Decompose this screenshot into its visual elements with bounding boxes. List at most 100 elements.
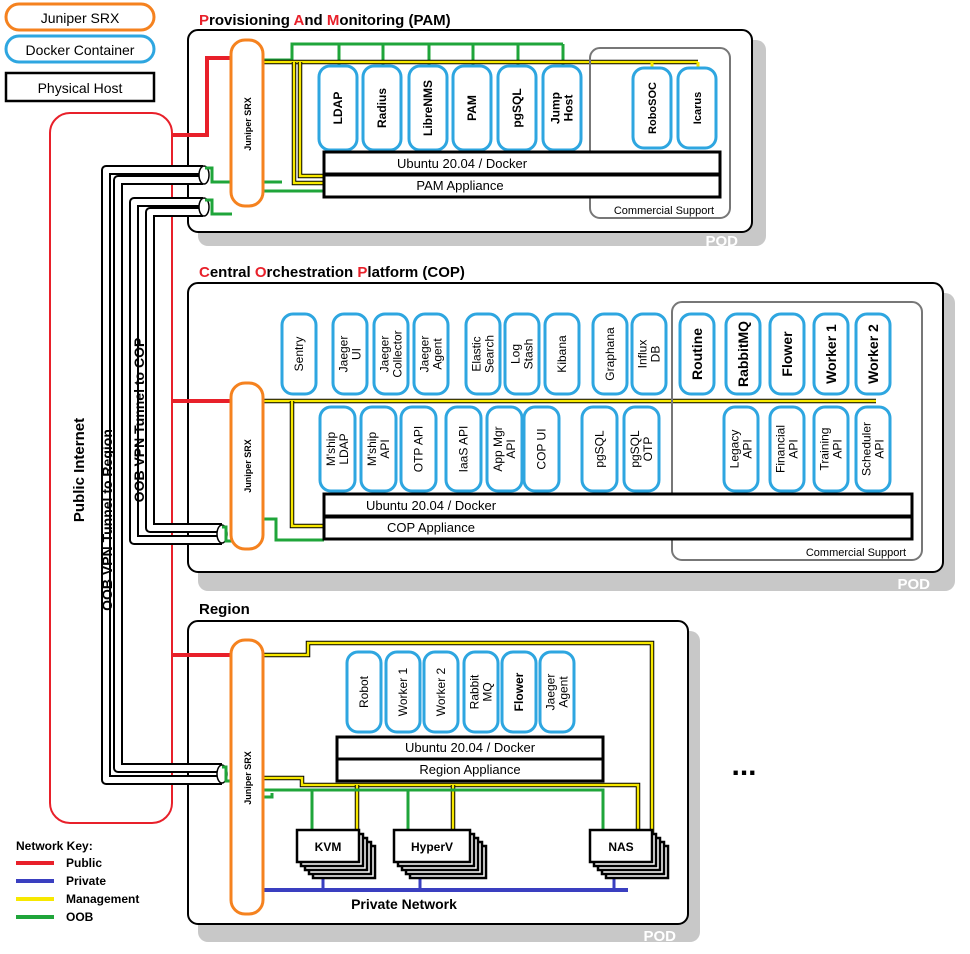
docker-container-flower [500, 650, 538, 734]
pam-title-part: nd [304, 12, 327, 29]
private-network-label: Private Network [351, 896, 457, 912]
public-internet-label: Public Internet [71, 418, 88, 522]
docker-container-otp-api [399, 405, 438, 493]
docker-container-pgsql [496, 64, 538, 152]
cop-os-label: Ubuntu 20.04 / Docker [366, 498, 497, 513]
pam-appliance-bar [322, 173, 722, 199]
docker-container-label: LibreNMS [421, 80, 435, 136]
docker-container-pam [451, 64, 493, 152]
cop-title-letter: P [357, 264, 367, 281]
docker-container-worker-1 [812, 312, 850, 396]
docker-container-legacy-api [722, 405, 760, 493]
docker-container-app-mgr-api [485, 405, 524, 493]
docker-container-label: RabbitMQ [735, 321, 751, 387]
legend-docker-label: Docker Container [26, 42, 135, 58]
network-key: Network Key: Public Private Management O… [16, 839, 139, 924]
region-os-label: Ubuntu 20.04 / Docker [405, 740, 536, 755]
docker-container-influx-db [630, 312, 668, 396]
network-key-title: Network Key: [16, 839, 93, 853]
docker-container-label: Worker 1 [396, 667, 410, 716]
docker-container-label: Robot [357, 675, 371, 708]
docker-container-jaeger-ui [331, 312, 369, 396]
docker-container-worker-2 [422, 650, 460, 734]
docker-container-label: JaegerAgent [544, 674, 571, 711]
docker-container-label: JaegerCollector [378, 330, 405, 377]
docker-container-financial-api [768, 405, 806, 493]
docker-container-label: Radius [375, 88, 389, 128]
cop-juniper-srx [229, 381, 265, 551]
docker-container-worker-1 [384, 650, 422, 734]
oob-tunnels [101, 165, 228, 785]
docker-container-label: TrainingAPI [818, 428, 845, 471]
region-srx-label: Juniper SRX [243, 751, 253, 805]
docker-container-label: RabbitMQ [468, 674, 495, 709]
oob-srx-links [205, 166, 232, 783]
legend-juniper-swatch [4, 2, 156, 32]
region-title: Region [199, 601, 250, 618]
docker-container-label: COP UI [535, 428, 549, 469]
pam-title-part: rovisioning [209, 12, 293, 29]
legend-physical-swatch [4, 71, 156, 103]
docker-container-icarus [676, 66, 718, 150]
docker-container-label: pgSQL [593, 430, 607, 468]
docker-container-label: LegacyAPI [728, 430, 755, 469]
docker-container-label: Worker 2 [865, 324, 881, 384]
docker-container-pgsql [580, 405, 619, 493]
docker-container-label: Worker 1 [823, 324, 839, 384]
physical-host-label: NAS [608, 840, 633, 854]
region-appliance-label: Region Appliance [419, 762, 520, 777]
key-private-label: Private [66, 874, 106, 888]
cop-commercial-label: Commercial Support [806, 547, 906, 559]
docker-container-pgsql-otp [622, 405, 661, 493]
docker-container-label: JumpHost [549, 92, 576, 124]
docker-container-label: Sentry [292, 337, 306, 372]
cop-commercial-top-containers: Routine RabbitMQ Flower Worker 1 Worker 2 [678, 312, 892, 396]
docker-container-graphana [591, 312, 629, 396]
cop-appliance-bar [322, 515, 914, 541]
docker-container-label: pgSQL [510, 88, 524, 127]
docker-container-label: IaaS API [457, 426, 471, 473]
oob-region-tunnel-label: OOB VPN Tunnel to Region [99, 429, 115, 611]
docker-container-label: Flower [779, 331, 795, 377]
docker-container-label: ElasticSearch [470, 335, 497, 373]
docker-container-cop-ui [522, 405, 561, 493]
cop-title-part: rchestration [267, 264, 358, 281]
legend-juniper-label: Juniper SRX [41, 10, 120, 26]
docker-container-label: Icarus [692, 92, 704, 124]
docker-container-label: Routine [689, 328, 705, 380]
docker-container-label: Kibana [555, 335, 569, 373]
docker-container-ldap [317, 64, 359, 152]
docker-container-rabbitmq [724, 312, 762, 396]
docker-container-label: App MgrAPI [491, 426, 518, 471]
docker-container-jump-host [541, 64, 583, 152]
docker-container-worker-2 [854, 312, 892, 396]
docker-container-label: LogStash [509, 339, 536, 370]
physical-host-label: KVM [315, 840, 342, 854]
docker-container-label: pgSQLOTP [628, 430, 655, 468]
region-appliance-bar [335, 757, 605, 783]
docker-container-label: M'shipLDAP [324, 432, 351, 467]
physical-host-kvm [295, 828, 361, 864]
pam-title: Provisioning And Monitoring (PAM) [199, 12, 451, 29]
docker-container-training-api [812, 405, 850, 493]
docker-container-robosoc [631, 66, 673, 150]
docker-container-kibana [543, 312, 581, 396]
key-management-label: Management [66, 892, 139, 906]
region-juniper-srx [229, 638, 265, 916]
docker-container-jaeger-agent [412, 312, 450, 396]
region-internal-links [262, 640, 655, 892]
docker-container-label: JaegerUI [337, 336, 364, 373]
pam-title-letter: P [199, 12, 209, 29]
pam-pod-label: POD [705, 233, 738, 250]
cop-appliance-label: COP Appliance [387, 520, 475, 535]
docker-container-sentry [280, 312, 318, 396]
cop-title-letter: C [199, 264, 210, 281]
docker-container-label: M'shipAPI [365, 432, 392, 467]
docker-container-iaas-api [444, 405, 483, 493]
key-oob-label: OOB [66, 910, 94, 924]
docker-container-label: LDAP [331, 92, 345, 125]
